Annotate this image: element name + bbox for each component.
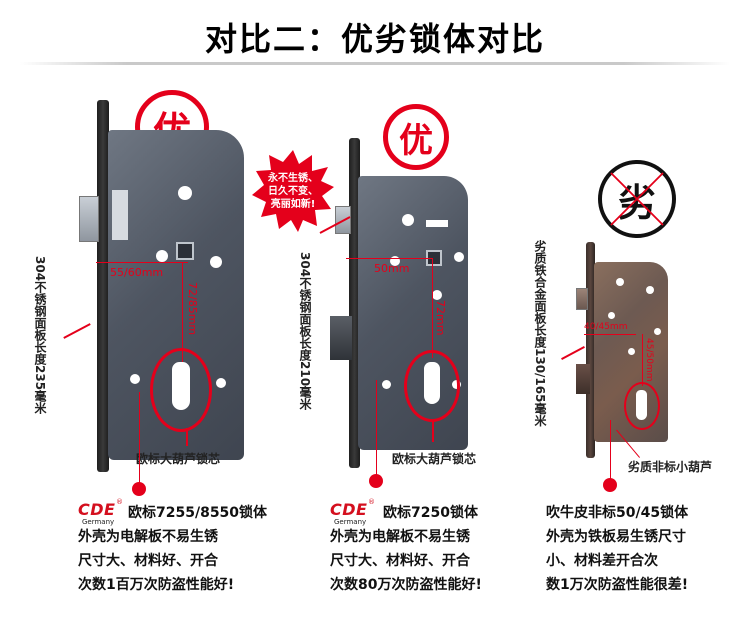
- lock-3-faceplate: [586, 242, 595, 458]
- brand-sub: Germany: [334, 518, 367, 526]
- brand-sub: Germany: [82, 518, 115, 526]
- lock-1-horizontal-dim: 55/60mm: [110, 266, 164, 279]
- lock-2-red-dot: [369, 474, 383, 488]
- lock-3-vertical-dim: 45/50mm: [644, 338, 654, 382]
- lock-1-vertical-dim: 72/85mm: [186, 282, 199, 336]
- lock-2-slot: [426, 220, 448, 227]
- lock-3-red-dot: [603, 478, 617, 492]
- bad-rating-badge: 劣: [598, 160, 676, 238]
- bad-rating-label: 劣: [617, 180, 656, 225]
- lock-3-hole: [654, 328, 661, 335]
- description-3-line-3: 小、材料差开合次: [546, 553, 658, 569]
- lock-1-latch-slot: [112, 190, 128, 240]
- description-2-line-3: 尺寸大、材料好、开合: [330, 553, 470, 569]
- promo-line-3: 亮丽如新!: [270, 199, 316, 210]
- lock-1-hole: [210, 256, 222, 268]
- lock-1-latch: [79, 196, 99, 242]
- lock-3-dot-line: [610, 420, 611, 480]
- lock-2-keyhole-caption: 欧标大葫芦锁芯: [392, 452, 477, 466]
- lock-3-deadbolt: [576, 364, 590, 394]
- lock-3-vertical-dim-line: [642, 334, 643, 386]
- lock-2-vertical-dim-line: [432, 258, 433, 358]
- brand-logo-2: CDE Germany ®: [330, 498, 378, 526]
- description-1-line-1: 欧标7255/8550锁体: [128, 505, 268, 521]
- lock-3-hole: [646, 286, 654, 294]
- lock-3-horizontal-dim-line: [584, 334, 636, 335]
- lock-1-vertical-dim-line: [182, 262, 183, 362]
- lock-3-side-arrow: [561, 346, 585, 360]
- lock-1-spindle: [176, 242, 194, 260]
- lock-1-side-arrow: [63, 323, 91, 339]
- brand-name: CDE: [330, 500, 368, 519]
- brand-reg-mark: ®: [368, 498, 375, 506]
- lock-3-hole: [608, 312, 615, 319]
- lock-1-hole: [216, 378, 226, 388]
- lock-1-hole: [178, 186, 192, 200]
- lock-2-deadbolt: [330, 316, 352, 360]
- lock-1-dot-line: [139, 392, 140, 484]
- lock-2-faceplate: [349, 138, 360, 468]
- lock-3-hole: [616, 278, 624, 286]
- lock-2-side-label: 304不锈钢面板长度210毫米: [298, 252, 312, 411]
- cross-out-icon: [610, 172, 664, 226]
- lock-2-hole: [402, 214, 414, 226]
- lock-1-keyhole: [172, 362, 190, 410]
- page-title: 对比二：优劣锁体对比: [204, 20, 545, 58]
- lock-1-caption-arrow: [186, 428, 188, 446]
- description-2-line-1: 欧标7250锁体: [383, 505, 478, 521]
- description-3-line-2: 外壳为铁板易生锈尺寸: [546, 529, 686, 545]
- lock-1-horizontal-dim-line: [96, 262, 188, 263]
- title-divider: [20, 62, 730, 65]
- promo-line-2: 日久不变、: [268, 186, 318, 197]
- lock-1-keyhole-caption: 欧标大葫芦锁芯: [136, 452, 221, 466]
- good-rating-badge-2: 优: [383, 104, 449, 170]
- description-2-line-2: 外壳为电解板不易生锈: [330, 529, 470, 545]
- lock-2-caption-arrow: [432, 420, 434, 442]
- lock-2-horizontal-dim: 50mm: [374, 262, 410, 275]
- lock-1-keyhole-highlight: [150, 348, 212, 432]
- lock-2-vertical-dim: 72mm: [434, 300, 447, 336]
- lock-1-hole: [156, 250, 168, 262]
- promo-starburst: [252, 150, 334, 232]
- lock-1-hole: [130, 374, 140, 384]
- brand-reg-mark: ®: [116, 498, 123, 506]
- description-1-line-3: 尺寸大、材料好、开合: [78, 553, 218, 569]
- lock-3-side-label: 劣质铁合金面板长度130/165毫米: [533, 240, 547, 427]
- lock-3-horizontal-dim: 40/45mm: [584, 322, 628, 332]
- lock-2-hole: [382, 380, 391, 389]
- lock-3-keyhole: [636, 390, 647, 420]
- lock-2-dot-line: [376, 380, 377, 476]
- lock-3-latch: [576, 288, 588, 310]
- description-2-line-4: 次数80万次防盗性能好!: [330, 577, 482, 593]
- brand-logo-1: CDE Germany ®: [78, 498, 126, 526]
- promo-starburst-text: 永不生锈、 日久不变、 亮丽如新!: [252, 172, 334, 211]
- description-3-line-4: 数1万次防盗性能很差!: [546, 577, 689, 593]
- lock-3-keyhole-caption: 劣质非标小葫芦: [628, 460, 713, 474]
- lock-2-keyhole: [424, 362, 440, 404]
- lock-2-hole: [454, 252, 464, 262]
- description-3-line-1: 吹牛皮非标50/45锁体: [546, 505, 689, 521]
- lock-1-side-label: 304不锈钢面板长度235毫米: [33, 256, 47, 415]
- lock-1-red-dot: [132, 482, 146, 496]
- lock-2-horizontal-dim-line: [346, 258, 432, 259]
- lock-1-faceplate: [97, 100, 109, 472]
- lock-2-hole: [390, 256, 400, 266]
- brand-name: CDE: [78, 500, 116, 519]
- lock-3-hole: [628, 348, 635, 355]
- promo-line-1: 永不生锈、: [268, 173, 318, 184]
- lock-2-hole: [432, 290, 442, 300]
- description-1-line-4: 次数1百万次防盗性能好!: [78, 577, 235, 593]
- description-1-line-2: 外壳为电解板不易生锈: [78, 529, 218, 545]
